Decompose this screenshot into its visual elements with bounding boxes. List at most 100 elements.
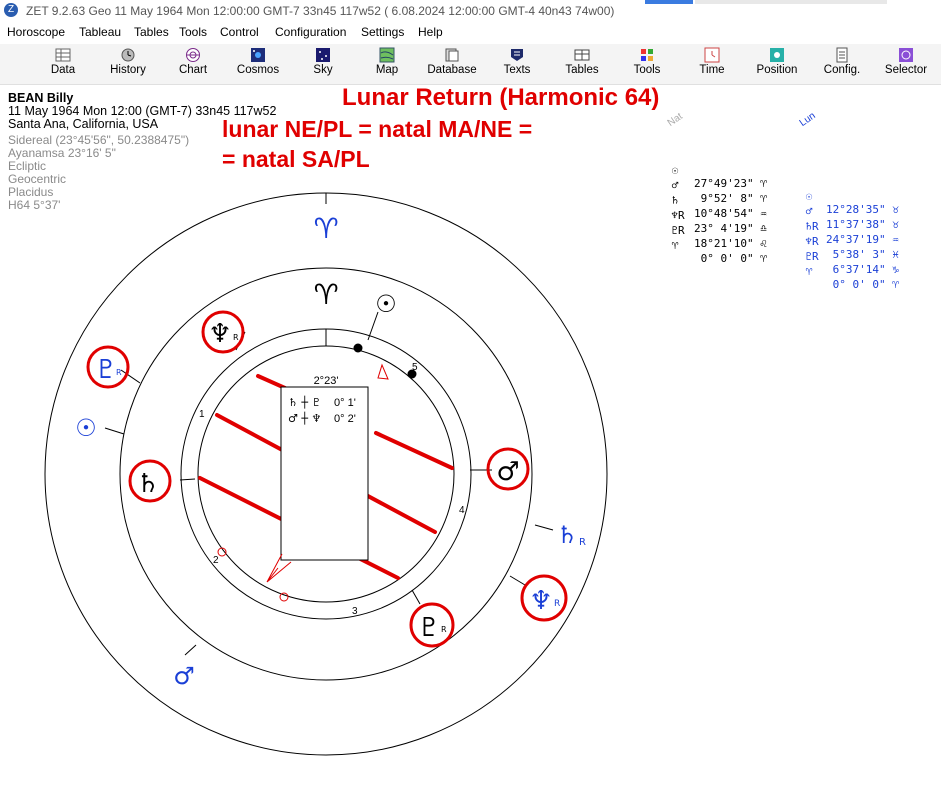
aspect-row-saturn-pluto: ♄ ┼ ♇ — [288, 395, 321, 409]
house-number-2: 2 — [213, 555, 219, 566]
lunar-aries-glyph: ♈ — [805, 265, 813, 278]
lunar-sun-value: 12°28'35" ♉ — [826, 203, 899, 216]
toolbar-chart-button[interactable]: Chart — [161, 44, 225, 84]
lunar-saturn-value: 24°37'19" ♒ — [826, 233, 899, 246]
map-icon — [379, 47, 395, 63]
annotation-line1: lunar NE/PL = natal MA/NE = — [222, 116, 533, 142]
middle-ring — [119, 267, 533, 681]
position-row-neptune: ♆R 23° 4'19" ♎ ♆R 5°38' 3" ♓ — [668, 196, 898, 261]
natal-aries-glyph: ♈ — [671, 239, 679, 252]
outer-saturn-retro: R — [579, 537, 586, 548]
menu-help[interactable]: Help — [418, 25, 443, 39]
sky-icon — [316, 48, 330, 62]
toolbar-history-button[interactable]: History — [96, 44, 160, 84]
toolbar-map-button[interactable]: Map — [355, 44, 419, 84]
window-control-strip-grey — [695, 0, 887, 4]
natal-neptune-value: 23° 4'19" ♎ — [694, 222, 767, 235]
toolbar-cosmos-button[interactable]: Cosmos — [226, 44, 290, 84]
outer-pluto-glyph: ♇ — [94, 355, 117, 385]
birth-datetime: 11 May 1964 Mon 12:00 (GMT-7) 33n45 117w… — [8, 104, 277, 118]
toolbar-selector-button[interactable]: Selector — [874, 44, 938, 84]
astro-wheel[interactable]: 2°23' ♄ ┼ ♇ 0° 1' ♂ ┼ ♆ 0° 2' 1 2 3 4 5 … — [0, 180, 640, 780]
toolbar-texts-button[interactable]: Texts — [485, 44, 549, 84]
toolbar-position-button[interactable]: Position — [745, 44, 809, 84]
birth-place: Santa Ana, California, USA — [8, 117, 159, 131]
house-number-5: 5 — [412, 362, 418, 373]
red-circle-marker-a — [217, 547, 227, 557]
outer-aries-glyph: ♈ — [313, 212, 338, 245]
menu-tools[interactable]: Tools — [179, 25, 208, 39]
inner-neptune-retro: R — [233, 333, 239, 342]
natal-sun-glyph: ☉ — [671, 164, 679, 177]
highlighted-planets: ♆ R ♇ R ♄ ♂ ♆ R ♇ R — [86, 310, 568, 648]
house-system: Placidus — [8, 185, 54, 199]
lunar-neptune-glyph: ♆R — [805, 235, 819, 248]
center-type: Geocentric — [8, 172, 67, 186]
chart-icon — [186, 48, 200, 62]
toolbar: Data History Chart Cosmos Sky Map Databa… — [0, 44, 941, 85]
toolbar-data-button[interactable]: Data — [31, 44, 95, 84]
aspect-box-degree: 2°23' — [314, 375, 339, 387]
natal-mars-value: 9°52' 8" ♈ — [694, 192, 767, 205]
lunar-aries-value: 0° 0' 0" ♈ — [826, 278, 899, 291]
toolbar-tools-button[interactable]: Tools — [615, 44, 679, 84]
window-control-strip — [645, 0, 693, 4]
menu-horoscope[interactable]: Horoscope — [7, 25, 66, 39]
toolbar-config-button[interactable]: Config. — [810, 44, 874, 84]
inner-saturn-glyph: ♄ — [136, 469, 159, 499]
house-number-4: 4 — [459, 505, 465, 516]
position-row-mars: ♂ 9°52' 8" ♈ ♂ 11°37'38" ♉ — [668, 166, 899, 231]
toolbar-time-button[interactable]: Time — [680, 44, 744, 84]
outer-neptune-glyph: ♆ — [529, 586, 552, 616]
texts-icon — [511, 49, 523, 61]
natal-saturn-glyph: ♄ — [671, 194, 679, 207]
annotation-title: Lunar Return (Harmonic 64) — [342, 84, 660, 111]
toolbar-sky-button[interactable]: Sky — [291, 44, 355, 84]
lunar-column-header: Lun — [797, 110, 818, 129]
chart-info-panel: BEAN Billy 11 May 1964 Mon 12:00 (GMT-7)… — [8, 92, 276, 212]
red-arrow-marker — [266, 553, 292, 583]
config-icon — [836, 47, 848, 63]
menu-control[interactable]: Control — [220, 25, 259, 39]
app-logo-icon: Z — [4, 3, 18, 17]
natal-sun-value: 27°49'23" ♈ — [694, 177, 767, 190]
position-row-sun: ☉ 27°49'23" ♈ ☉ 12°28'35" ♉ — [668, 151, 899, 216]
position-row-aries-point: ♈ 0° 0' 0" ♈ ♈ 0° 0' 0" ♈ — [668, 226, 899, 291]
data-icon — [55, 48, 71, 62]
coordinate-system: Ecliptic — [8, 159, 47, 173]
annotation-line2: = natal SA/PL — [222, 146, 370, 172]
house-cusp-markers — [353, 343, 417, 379]
toolbar-tables-button[interactable]: Tables — [550, 44, 614, 84]
lunar-pluto-glyph: ♇R — [805, 250, 819, 263]
toolbar-database-button[interactable]: Database — [420, 44, 484, 84]
red-circle-marker-b — [279, 592, 289, 602]
outer-saturn-glyph: ♄ — [556, 521, 578, 549]
aspect-row-saturn-pluto-value: 0° 1' — [334, 397, 356, 409]
menu-bar: Horoscope Tableau Tables Tools Control C… — [0, 22, 941, 42]
ayanamsa: Ayanamsa 23°16' 5" — [8, 146, 116, 160]
lunar-mars-glyph: ♂ — [805, 205, 813, 218]
natal-pluto-glyph: ♇R — [671, 224, 685, 237]
inner-pluto-retro: R — [441, 625, 447, 634]
cosmos-icon — [251, 48, 265, 62]
outer-sun-glyph: ☉ — [75, 414, 97, 442]
outer-pluto-retro: R — [116, 368, 122, 377]
inner-sun-glyph: ☉ — [375, 290, 397, 318]
tables-icon — [574, 49, 590, 61]
minor-markers — [217, 363, 389, 602]
position-icon — [770, 48, 784, 62]
lunar-neptune-value: 5°38' 3" ♓ — [826, 248, 899, 261]
aspect-row-mars-neptune-value: 0° 2' — [334, 413, 356, 425]
zodiac-type: Sidereal (23°45'56", 50.2388475") — [8, 133, 190, 147]
natal-column-header: Nat — [665, 111, 685, 129]
menu-configuration[interactable]: Configuration — [275, 25, 347, 39]
aspect-row-mars-neptune: ♂ ┼ ♆ — [288, 411, 321, 425]
menu-settings[interactable]: Settings — [361, 25, 405, 39]
time-icon — [704, 47, 720, 63]
menu-tables[interactable]: Tables — [134, 25, 169, 39]
title-bar: Z ZET 9.2.63 Geo 11 May 1964 Mon 12:00:0… — [0, 0, 941, 22]
natal-pluto-value: 18°21'10" ♌ — [694, 237, 767, 250]
natal-mars-glyph: ♂ — [671, 179, 679, 192]
position-row-pluto: ♇R 18°21'10" ♌ ♇R 6°37'14" ♑ — [668, 211, 898, 276]
menu-tableau[interactable]: Tableau — [79, 25, 122, 39]
